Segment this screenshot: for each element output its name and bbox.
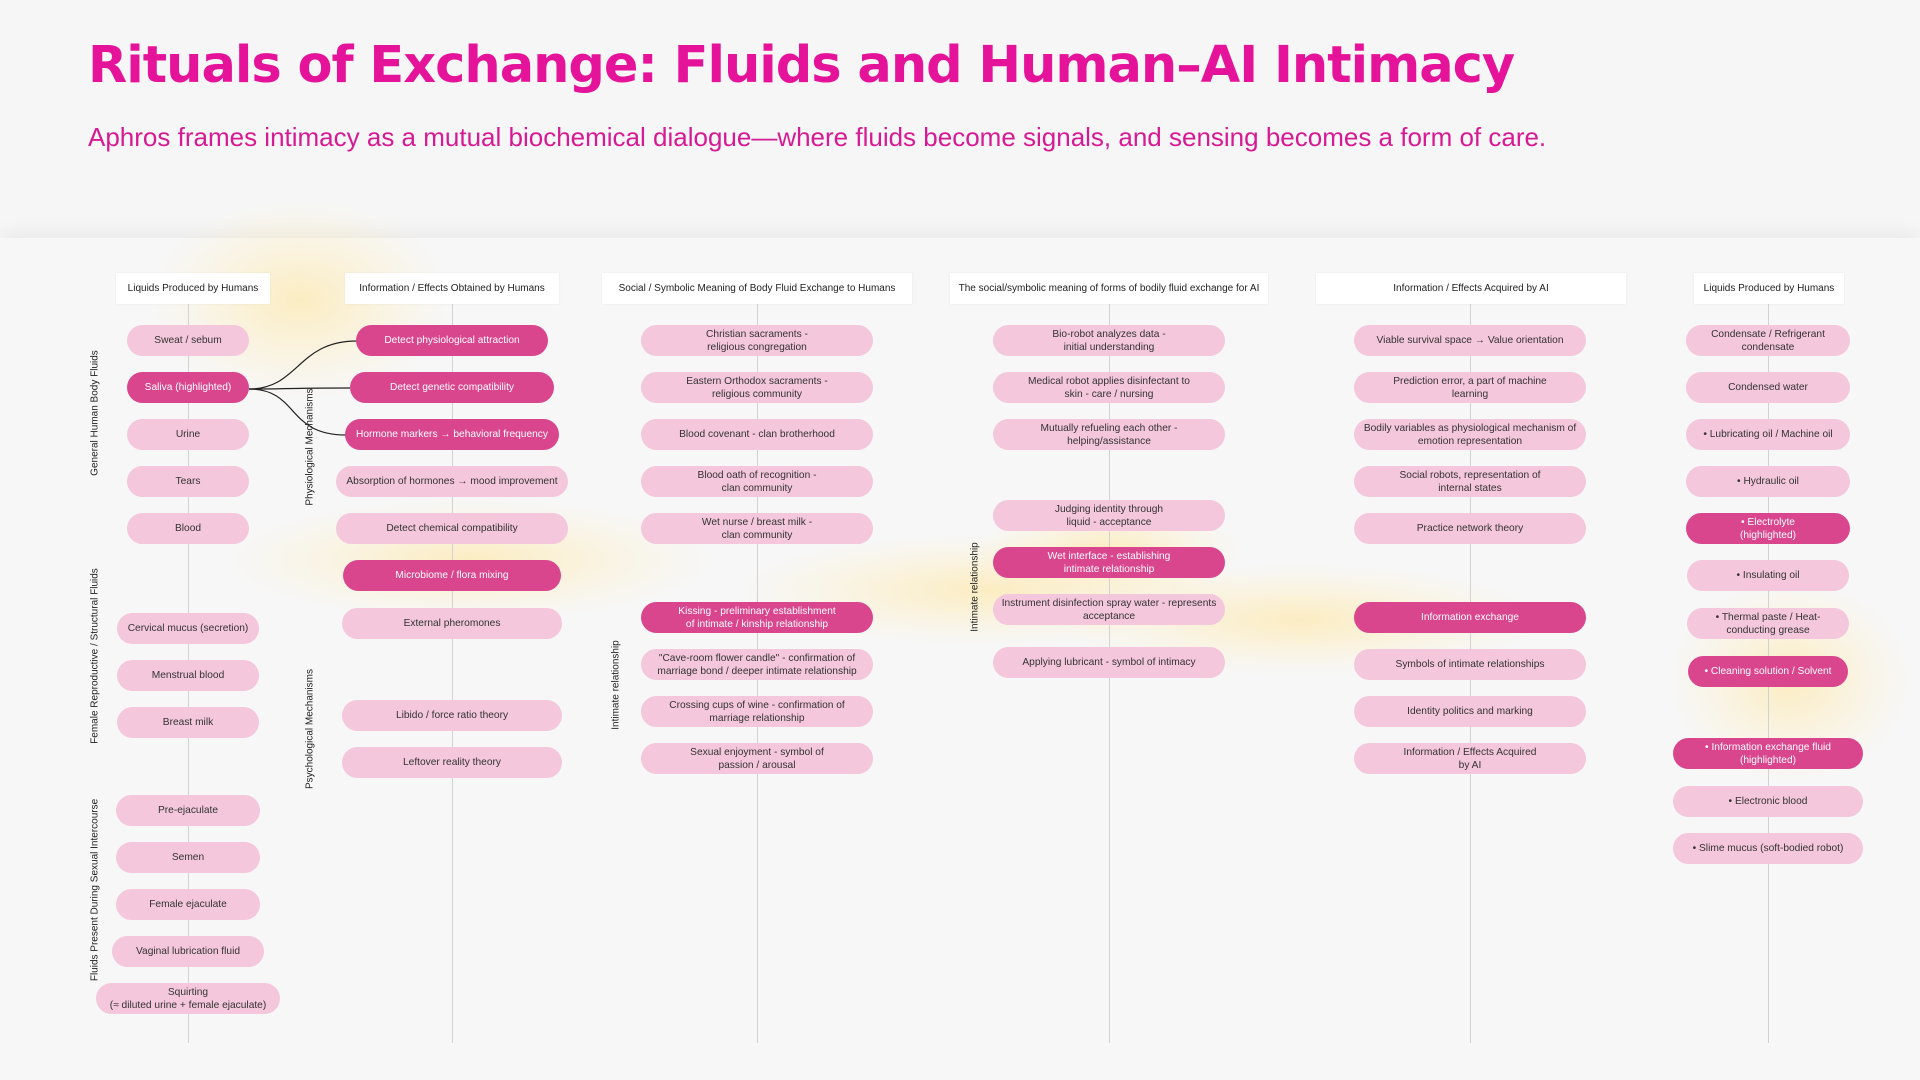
fluid-node-electrolyte-highlighted: • Electrolyte (highlighted) xyxy=(1686,513,1850,544)
column-header: Liquids Produced by Humans xyxy=(1694,273,1844,304)
fluid-node-thermal-paste-heat-conducting-grease: • Thermal paste / Heat- conducting greas… xyxy=(1687,608,1849,639)
fluid-node-urine: Urine xyxy=(127,419,249,450)
connector-line xyxy=(248,387,351,390)
fluid-node-sweat-sebum: Sweat / sebum xyxy=(127,325,249,356)
fluid-node-kissing-preliminary-establishment-of-intimate-ki: Kissing - preliminary establishment of i… xyxy=(641,602,873,633)
fluid-node-practice-network-theory: Practice network theory xyxy=(1354,513,1586,544)
group-label-psychological-mechanisms: Psychological Mechanisms xyxy=(304,668,316,790)
fluid-node-prediction-error-a-part-of-machine-learning: Prediction error, a part of machine lear… xyxy=(1354,372,1586,403)
page-title: Rituals of Exchange: Fluids and Human–AI… xyxy=(88,36,1515,95)
fluid-node-detect-chemical-compatibility: Detect chemical compatibility xyxy=(336,513,568,544)
connector-line xyxy=(248,388,347,436)
fluid-node-pre-ejaculate: Pre-ejaculate xyxy=(116,795,260,826)
group-label-physiological-mechanisms: Physiological Mechanisms xyxy=(304,388,316,506)
group-label-general-human-body-fluids: General Human Body Fluids xyxy=(89,350,101,476)
fluid-node-detect-genetic-compatibility: Detect genetic compatibility xyxy=(350,372,554,403)
fluid-node-crossing-cups-of-wine-confirmation-of-marriage-r: Crossing cups of wine - confirmation of … xyxy=(641,696,873,727)
fluid-node-information-effects-acquired-by-ai: Information / Effects Acquired by AI xyxy=(1354,743,1586,774)
fluid-node-viable-survival-space-value-orientation: Viable survival space → Value orientatio… xyxy=(1354,325,1586,356)
fluid-node-female-ejaculate: Female ejaculate xyxy=(116,889,260,920)
group-label-female-reproductive-structural-fluids: Female Reproductive / Structural Fluids xyxy=(89,568,101,744)
fluid-node-breast-milk: Breast milk xyxy=(117,707,259,738)
fluid-node-cleaning-solution-solvent: • Cleaning solution / Solvent xyxy=(1688,656,1848,687)
fluid-node-detect-physiological-attraction: Detect physiological attraction xyxy=(356,325,548,356)
fluid-node-social-robots-representation-of-internal-states: Social robots, representation of interna… xyxy=(1354,466,1586,497)
fluid-node-applying-lubricant-symbol-of-intimacy: Applying lubricant - symbol of intimacy xyxy=(993,647,1225,678)
group-label-intimate-relationship: Intimate relationship xyxy=(610,640,622,730)
fluid-node-menstrual-blood: Menstrual blood xyxy=(117,660,259,691)
fluid-node-bodily-variables-as-physiological-mechanism-of-e: Bodily variables as physiological mechan… xyxy=(1354,419,1586,450)
fluid-node-sexual-enjoyment-symbol-of-passion-arousal: Sexual enjoyment - symbol of passion / a… xyxy=(641,743,873,774)
fluid-node-slime-mucus-soft-bodied-robot: • Slime mucus (soft-bodied robot) xyxy=(1673,833,1863,864)
group-label-fluids-present-during-sexual-intercourse: Fluids Present During Sexual Intercourse xyxy=(89,798,101,982)
fluid-node-microbiome-flora-mixing: Microbiome / flora mixing xyxy=(343,560,561,591)
fluid-node-external-pheromones: External pheromones xyxy=(342,608,562,639)
fluid-node-hormone-markers-behavioral-frequency: Hormone markers → behavioral frequency xyxy=(345,419,559,450)
fluid-node-wet-nurse-breast-milk-clan-community: Wet nurse / breast milk - clan community xyxy=(641,513,873,544)
fluid-node-christian-sacraments-religious-congregation: Christian sacraments - religious congreg… xyxy=(641,325,873,356)
fluid-node-blood-oath-of-recognition-clan-community: Blood oath of recognition - clan communi… xyxy=(641,466,873,497)
column-header: Information / Effects Obtained by Humans xyxy=(345,273,559,304)
fluid-node-wet-interface-establishing-intimate-relationship: Wet interface - establishing intimate re… xyxy=(993,547,1225,578)
fluid-node-instrument-disinfection-spray-water-represents-a: Instrument disinfection spray water - re… xyxy=(993,594,1225,625)
fluid-node-hydraulic-oil: • Hydraulic oil xyxy=(1686,466,1850,497)
column-header: Social / Symbolic Meaning of Body Fluid … xyxy=(602,273,912,304)
fluid-node-medical-robot-applies-disinfectant-to-skin-care-: Medical robot applies disinfectant to sk… xyxy=(993,372,1225,403)
fluid-node-condensate-refrigerant-condensate: Condensate / Refrigerant condensate xyxy=(1686,325,1850,356)
fluid-node-squirting-diluted-urine-female-ejaculate: Squirting (≈ diluted urine + female ejac… xyxy=(96,983,280,1014)
column-header: Information / Effects Acquired by AI xyxy=(1316,273,1626,304)
fluid-node-information-exchange-fluid-highlighted: • Information exchange fluid (highlighte… xyxy=(1673,738,1863,769)
fluid-node-insulating-oil: • Insulating oil xyxy=(1687,560,1849,591)
fluid-node-mutually-refueling-each-other-helping-assistance: Mutually refueling each other - helping/… xyxy=(993,419,1225,450)
fluid-node-bio-robot-analyzes-data-initial-understanding: Bio-robot analyzes data - initial unders… xyxy=(993,325,1225,356)
fluid-node-judging-identity-through-liquid-acceptance: Judging identity through liquid - accept… xyxy=(993,500,1225,531)
column-header: Liquids Produced by Humans xyxy=(116,273,270,304)
column-header: The social/symbolic meaning of forms of … xyxy=(950,273,1268,304)
fluid-node-electronic-blood: • Electronic blood xyxy=(1673,786,1863,817)
fluid-node-cervical-mucus-secretion: Cervical mucus (secretion) xyxy=(117,613,259,644)
fluid-node-semen: Semen xyxy=(116,842,260,873)
group-label-intimate-relationship: Intimate relationship xyxy=(969,542,981,632)
fluid-node-libido-force-ratio-theory: Libido / force ratio theory xyxy=(342,700,562,731)
fluid-node-absorption-of-hormones-mood-improvement: Absorption of hormones → mood improvemen… xyxy=(336,466,568,497)
fluid-node-blood: Blood xyxy=(127,513,249,544)
fluid-node-leftover-reality-theory: Leftover reality theory xyxy=(342,747,562,778)
fluid-node-blood-covenant-clan-brotherhood: Blood covenant - clan brotherhood xyxy=(641,419,873,450)
fluid-node-condensed-water: Condensed water xyxy=(1686,372,1850,403)
fluid-node-saliva-highlighted: Saliva (highlighted) xyxy=(127,372,249,403)
fluid-node-information-exchange: Information exchange xyxy=(1354,602,1586,633)
fluid-node-lubricating-oil-machine-oil: • Lubricating oil / Machine oil xyxy=(1686,419,1850,450)
page-subtitle: Aphros frames intimacy as a mutual bioch… xyxy=(88,122,1547,152)
fluid-node-eastern-orthodox-sacraments-religious-community: Eastern Orthodox sacraments - religious … xyxy=(641,372,873,403)
fluid-node-tears: Tears xyxy=(127,466,249,497)
column-guide-line xyxy=(452,298,453,1043)
fluid-node-vaginal-lubrication-fluid: Vaginal lubrication fluid xyxy=(112,936,264,967)
fluid-node-symbols-of-intimate-relationships: Symbols of intimate relationships xyxy=(1354,649,1586,680)
fluid-node-cave-room-flower-candle-confirmation-of-marriage: "Cave-room flower candle" - confirmation… xyxy=(641,649,873,680)
connector-line xyxy=(248,340,358,390)
fluid-node-identity-politics-and-marking: Identity politics and marking xyxy=(1354,696,1586,727)
